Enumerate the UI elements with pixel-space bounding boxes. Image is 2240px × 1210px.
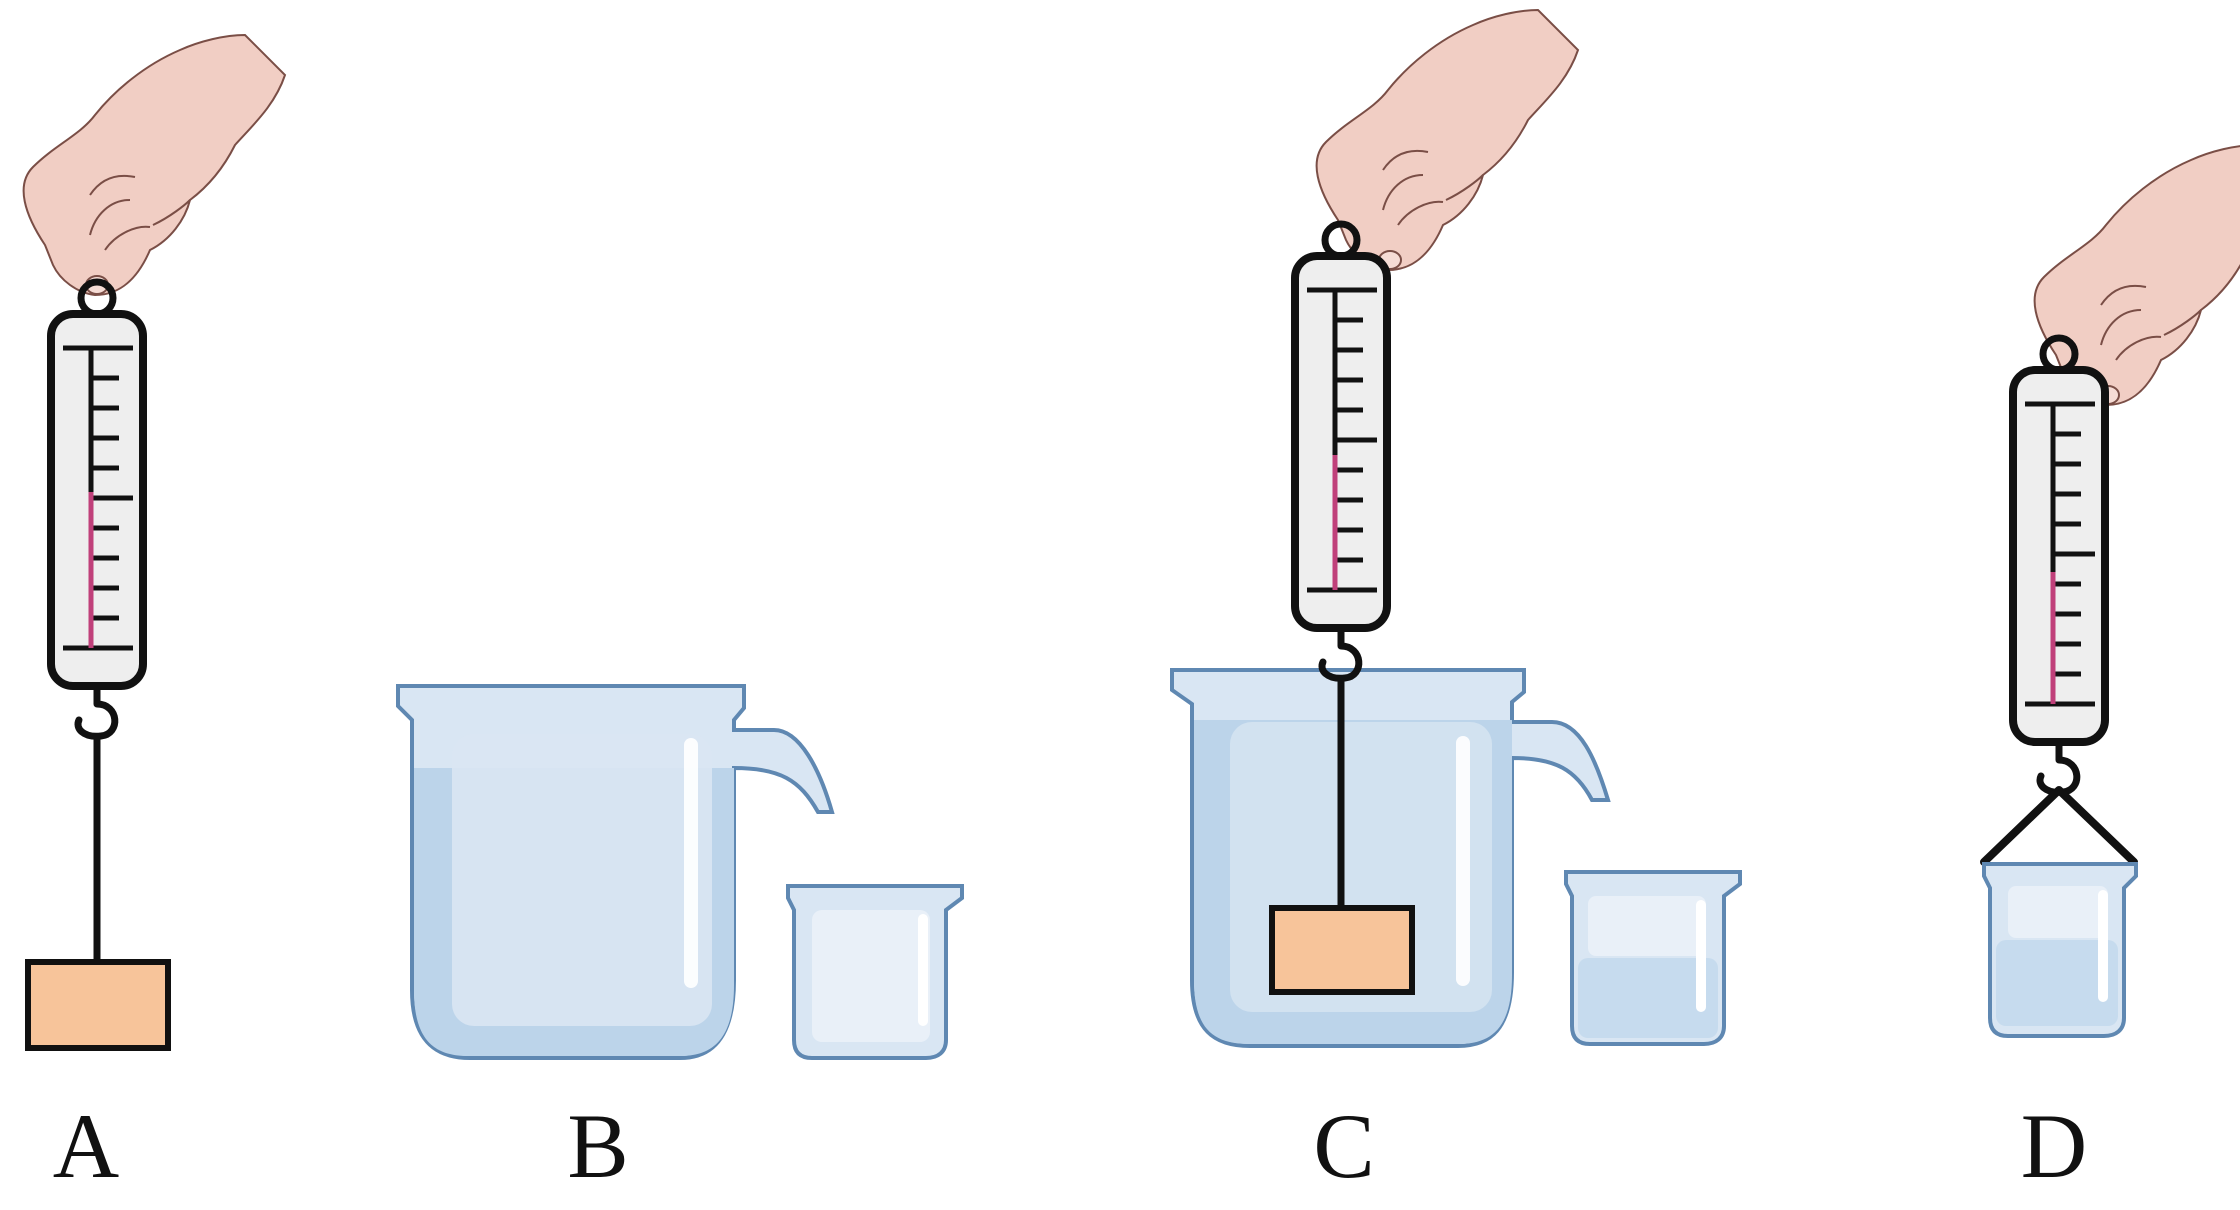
small-beaker-icon [786, 884, 964, 1060]
panel-label-b: B [567, 1095, 629, 1197]
spring-scale-icon [1295, 224, 1387, 628]
hand-icon [22, 34, 286, 296]
panel-label-a: A [52, 1095, 120, 1197]
panel-d [1980, 144, 2240, 1038]
scale-indicator [88, 492, 94, 648]
spring-scale-icon [51, 282, 143, 686]
panel-b [396, 684, 964, 1060]
scale-indicator [1332, 455, 1338, 590]
small-beaker-icon [1564, 870, 1742, 1046]
hanger-strings [1980, 786, 2138, 866]
hook-icon [2040, 746, 2077, 792]
small-beaker-icon [1982, 862, 2138, 1038]
panel-label-c: C [1313, 1095, 1375, 1197]
overflow-beaker-icon [396, 684, 835, 1060]
block-icon [1269, 905, 1415, 995]
panel-a [22, 34, 286, 1051]
block-icon [25, 959, 171, 1051]
panel-c [1170, 9, 1742, 1048]
panel-label-d: D [2020, 1095, 2088, 1197]
scale-indicator [2050, 572, 2056, 704]
spring-scale-icon [2013, 338, 2105, 742]
hook-icon [78, 690, 115, 736]
